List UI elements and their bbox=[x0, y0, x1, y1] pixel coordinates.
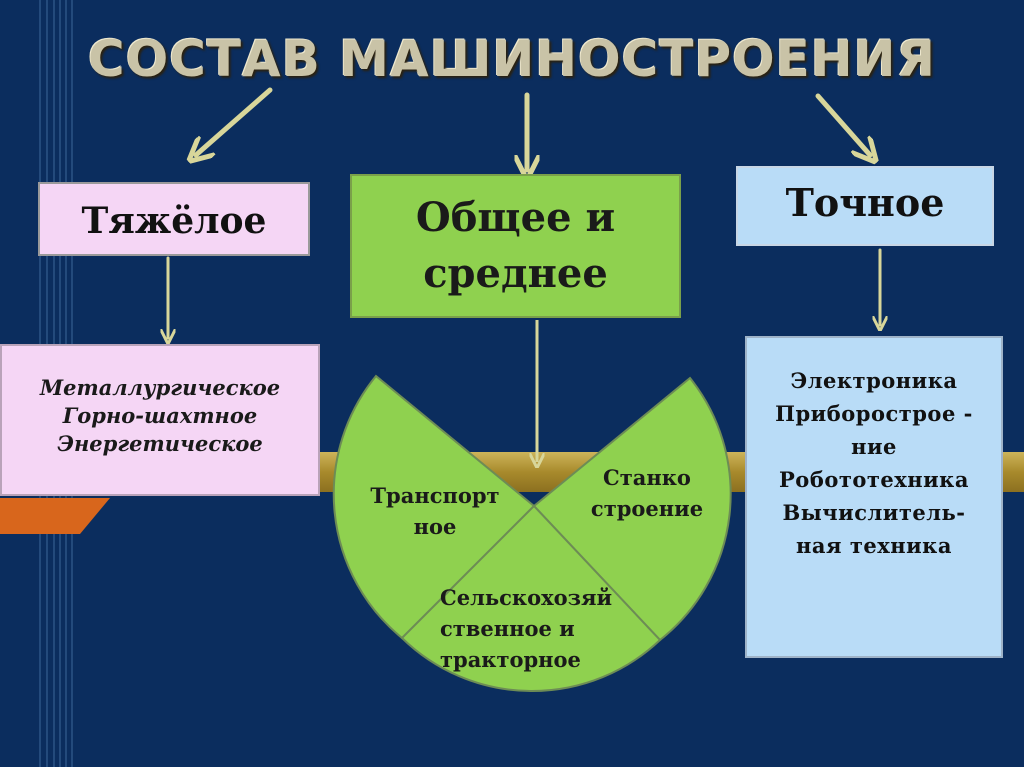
sector-transport bbox=[332, 374, 536, 640]
precise-item: Приборострое - bbox=[775, 401, 973, 426]
sector-machine-tool-line1: Станко bbox=[603, 465, 691, 490]
heavy-item: Металлургическое bbox=[39, 375, 281, 400]
arrow-to-precise bbox=[815, 93, 870, 155]
precise-item: ная техника bbox=[796, 533, 952, 558]
precise-item: Вычислитель- bbox=[782, 500, 966, 525]
heavy-item: Энергетическое bbox=[57, 431, 263, 456]
precise-engineering-box: Точное bbox=[736, 166, 994, 246]
precise-items-box: Электроника Приборострое - ние Робототех… bbox=[745, 336, 1003, 658]
heavy-label: Тяжёлое bbox=[81, 200, 267, 242]
sector-machine-tool bbox=[532, 376, 732, 642]
general-label-line1: Общее и bbox=[415, 194, 616, 241]
sector-agricultural-line3: тракторное bbox=[440, 647, 581, 672]
orange-accent bbox=[0, 498, 110, 534]
precise-item: Робототехника bbox=[779, 467, 969, 492]
arrow-to-heavy bbox=[196, 87, 273, 155]
sector-agricultural-label: Сельскохозяй ственное и тракторное bbox=[440, 582, 630, 675]
heavy-items-box: Металлургическое Горно-шахтное Энергетич… bbox=[0, 344, 320, 496]
sector-machine-tool-label: Станко строение bbox=[572, 462, 722, 524]
arrows bbox=[168, 87, 880, 338]
general-label-line2: среднее bbox=[423, 250, 608, 297]
sector-transport-label: Транспорт ное bbox=[352, 480, 518, 542]
precise-item: Электроника bbox=[790, 368, 958, 393]
heavy-engineering-box: Тяжёлое bbox=[38, 182, 310, 256]
sector-pie bbox=[332, 374, 732, 693]
sector-agricultural-line1: Сельскохозяй bbox=[440, 585, 613, 610]
sector-agricultural-line2: ственное и bbox=[440, 616, 575, 641]
general-engineering-box: Общее и среднее bbox=[350, 174, 681, 318]
page-title: СОСТАВ МАШИНОСТРОЕНИЯ bbox=[88, 30, 936, 88]
sector-transport-line1: Транспорт bbox=[370, 483, 500, 508]
sector-agricultural bbox=[400, 504, 662, 693]
sector-transport-line2: ное bbox=[413, 514, 457, 539]
precise-item: ние bbox=[851, 434, 897, 459]
heavy-item: Горно-шахтное bbox=[62, 403, 258, 428]
precise-label: Точное bbox=[785, 180, 945, 225]
sector-machine-tool-line2: строение bbox=[590, 496, 704, 521]
